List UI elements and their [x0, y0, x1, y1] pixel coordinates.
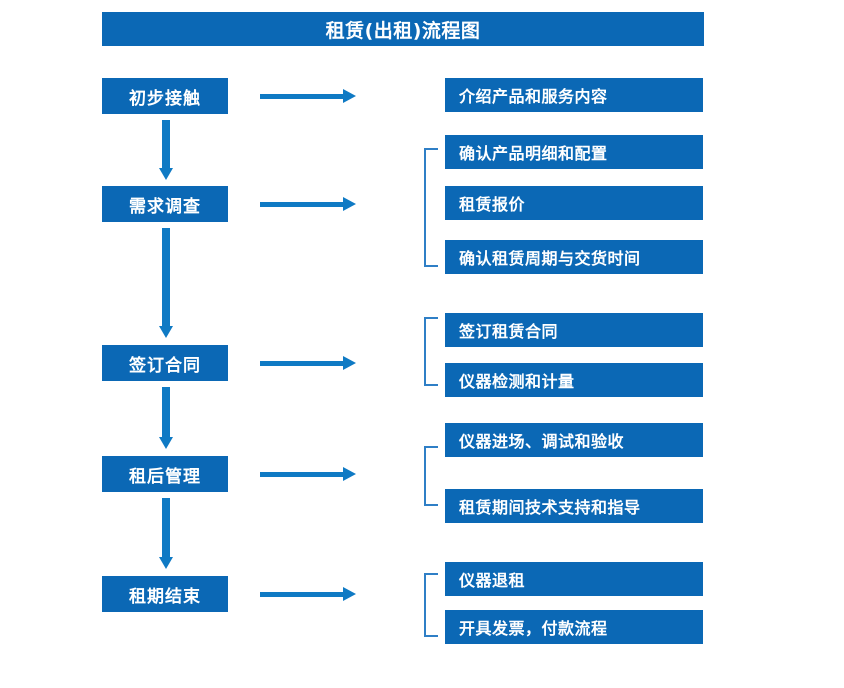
detail-box-instrument-return[interactable]: 仪器退租 — [445, 562, 703, 596]
arrow-head — [343, 356, 356, 370]
detail-box-technical-support[interactable]: 租赁期间技术支持和指导 — [445, 489, 703, 523]
arrow-head — [159, 326, 173, 338]
arrow-head — [159, 168, 173, 180]
arrow-head — [159, 557, 173, 569]
arrow-shaft — [162, 387, 170, 437]
arrow-to-management-icon — [260, 467, 356, 481]
detail-box-sign-rental-contract[interactable]: 签订租赁合同 — [445, 313, 703, 347]
arrow-head — [159, 437, 173, 449]
detail-box-instrument-installation[interactable]: 仪器进场、调试和验收 — [445, 423, 703, 457]
arrow-shaft — [162, 120, 170, 168]
arrow-to-return-icon — [260, 587, 356, 601]
bracket-rental-end — [424, 573, 438, 637]
arrow-to-intro-icon — [260, 89, 356, 103]
stage-box-initial-contact[interactable]: 初步接触 — [102, 78, 228, 114]
detail-box-rental-quote[interactable]: 租赁报价 — [445, 186, 703, 220]
detail-box-introduce-products[interactable]: 介绍产品和服务内容 — [445, 78, 703, 112]
arrow-shaft — [260, 361, 344, 366]
arrow-head — [343, 587, 356, 601]
arrow-initial-to-demand-icon — [159, 120, 173, 180]
arrow-shaft — [260, 592, 344, 597]
arrow-head — [343, 89, 356, 103]
arrow-to-contract-icon — [260, 356, 356, 370]
arrow-shaft — [260, 202, 344, 207]
stage-box-post-rental-management[interactable]: 租后管理 — [102, 456, 228, 492]
arrow-to-quote-icon — [260, 197, 356, 211]
arrow-demand-to-contract-icon — [159, 228, 173, 338]
bracket-post-rental-management — [424, 446, 438, 506]
arrow-management-to-end-icon — [159, 498, 173, 569]
arrow-contract-to-management-icon — [159, 387, 173, 449]
detail-box-confirm-rental-period[interactable]: 确认租赁周期与交货时间 — [445, 240, 703, 274]
detail-box-invoice-payment[interactable]: 开具发票，付款流程 — [445, 610, 703, 644]
bracket-demand-survey — [424, 148, 438, 267]
detail-box-confirm-product-details[interactable]: 确认产品明细和配置 — [445, 135, 703, 169]
page-title: 租赁(出租)流程图 — [102, 12, 704, 46]
arrow-head — [343, 467, 356, 481]
arrow-shaft — [162, 228, 170, 326]
arrow-head — [343, 197, 356, 211]
stage-box-sign-contract[interactable]: 签订合同 — [102, 345, 228, 381]
arrow-shaft — [260, 94, 344, 99]
stage-box-rental-end[interactable]: 租期结束 — [102, 576, 228, 612]
arrow-shaft — [260, 472, 344, 477]
arrow-shaft — [162, 498, 170, 557]
bracket-sign-contract — [424, 317, 438, 386]
detail-box-instrument-testing[interactable]: 仪器检测和计量 — [445, 363, 703, 397]
stage-box-demand-survey[interactable]: 需求调查 — [102, 186, 228, 222]
